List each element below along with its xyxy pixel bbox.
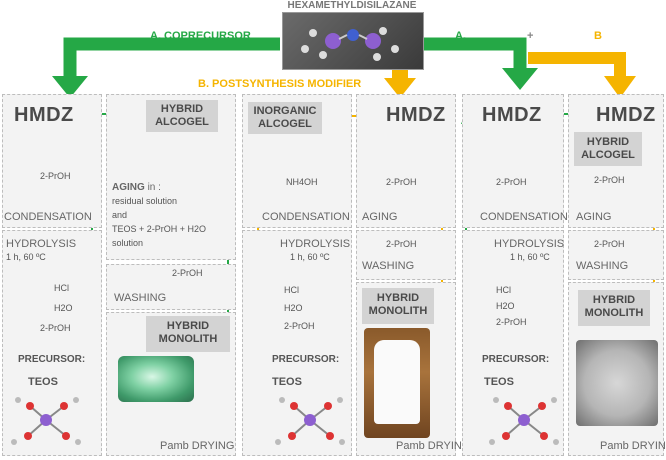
col3-hcl: HCl: [284, 285, 299, 295]
col5-condensation-panel: [462, 94, 564, 228]
col5-hydrolysis-cond: 1 h, 60 ºC: [510, 252, 550, 262]
col1-reagent: 2-PrOH: [40, 171, 71, 181]
col3-h2o: H2O: [284, 303, 303, 313]
molecule-image: [282, 12, 424, 70]
col2-aging-desc4: solution: [112, 238, 144, 248]
col4-washing-panel: [356, 230, 456, 280]
col3-propanol: 2-PrOH: [284, 321, 315, 331]
col6-hybrid-alcogel: HYBRID ALCOGEL: [574, 132, 642, 166]
col6-hmdz: HMDZ: [596, 104, 656, 126]
col1-hcl: HCl: [54, 283, 69, 293]
col2-monolith-photo: [118, 356, 194, 402]
col1-condensation-panel: [2, 94, 102, 228]
route-b-label: B. POSTSYNTHESIS MODIFIER: [198, 78, 362, 90]
col6-monolith-photo: [576, 340, 658, 426]
col4-reagent: 2-PrOH: [386, 177, 417, 187]
col4-washing: WASHING: [362, 260, 415, 272]
combo-a-label: A.: [455, 30, 466, 42]
col3-reagent: NH4OH: [286, 177, 318, 187]
col2-aging-heading: AGING in :: [112, 182, 161, 193]
arrow-route-b-combo: [528, 52, 626, 80]
col1-hydrolysis-panel: [2, 230, 102, 456]
combo-b-label: B: [594, 30, 602, 42]
col1-condensation: CONDENSATION: [4, 211, 92, 223]
col5-teos: TEOS: [484, 376, 514, 388]
col2-hybrid-monolith: HYBRID MONOLITH: [146, 316, 230, 352]
arrow-route-b: [384, 78, 416, 98]
col6-reagent: 2-PrOH: [594, 175, 625, 185]
col6-aging: AGING: [576, 211, 612, 223]
col4-washing-reagent: 2-PrOH: [386, 239, 417, 249]
route-a-label: A. COPRECURSOR: [150, 30, 251, 42]
col1-teos: TEOS: [28, 376, 58, 388]
col6-washing-panel: [568, 230, 664, 280]
col2-washing-reagent: 2-PrOH: [172, 268, 203, 278]
col2-washing-panel: [106, 264, 236, 310]
arrow-route-a-combo: [422, 37, 527, 72]
col4-aging: AGING: [362, 211, 398, 223]
col3-hydrolysis-panel: [242, 230, 352, 456]
col4-hmdz: HMDZ: [386, 104, 446, 126]
col1-h2o: H2O: [54, 303, 73, 313]
col4-monolith-sample: [374, 340, 420, 424]
hmdz-molecule-icon: [301, 27, 399, 61]
col2-aging-desc1: residual solution: [112, 196, 178, 206]
col1-hydrolysis-cond: 1 h, 60 ºC: [6, 252, 46, 262]
col6-washing: WASHING: [576, 260, 629, 272]
col1-hydrolysis: HYDROLYSIS: [6, 238, 77, 250]
col5-teos-molecule-icon: [489, 397, 559, 445]
col6-washing-reagent: 2-PrOH: [594, 239, 625, 249]
col1-teos-molecule-icon: [11, 397, 81, 445]
col2-aging-desc3: TEOS + 2-PrOH + H2O: [112, 224, 207, 234]
col3-hydrolysis: HYDROLYSIS: [280, 238, 351, 250]
combo-plus-label: +: [527, 30, 534, 42]
col5-hydrolysis: HYDROLYSIS: [494, 238, 565, 250]
col4-drying: Pamb DRYING: [396, 440, 471, 452]
col2-drying: Pamb DRYING: [160, 440, 235, 452]
col1-hmdz: HMDZ: [14, 104, 74, 126]
col5-condensation: CONDENSATION: [480, 211, 568, 223]
col3-condensation: CONDENSATION: [262, 211, 350, 223]
col3-teos-molecule-icon: [275, 397, 345, 445]
col4-aging-panel: [356, 94, 456, 228]
col1-precursor: PRECURSOR:: [18, 354, 86, 365]
col3-hydrolysis-cond: 1 h, 60 ºC: [290, 252, 330, 262]
col3-inorganic-alcogel: INORGANIC ALCOGEL: [248, 102, 322, 134]
col2-washing: WASHING: [114, 292, 167, 304]
col3-precursor: PRECURSOR:: [272, 354, 340, 365]
molecule-title: HEXAMETHYLDISILAZANE: [287, 0, 417, 11]
col6-drying: Pamb DRYING: [600, 440, 666, 452]
col5-hmdz: HMDZ: [482, 104, 542, 126]
col3-teos: TEOS: [272, 376, 302, 388]
col2-aging: AGING: [112, 182, 145, 193]
col5-reagent: 2-PrOH: [496, 177, 527, 187]
col5-hydrolysis-panel: [462, 230, 564, 456]
col2-aging-in: in :: [147, 182, 161, 193]
col2-aging-desc2: and: [112, 210, 128, 220]
col5-h2o: H2O: [496, 301, 515, 311]
col4-monolith-photo: [364, 328, 430, 438]
col5-propanol: 2-PrOH: [496, 317, 527, 327]
col5-hcl: HCl: [496, 285, 511, 295]
col1-propanol: 2-PrOH: [40, 323, 71, 333]
col2-hybrid-alcogel: HYBRID ALCOGEL: [146, 100, 218, 132]
col4-hybrid-monolith: HYBRID MONOLITH: [362, 288, 434, 324]
col5-precursor: PRECURSOR:: [482, 354, 550, 365]
col6-hybrid-monolith: HYBRID MONOLITH: [578, 290, 650, 326]
arrow-route-a: [63, 37, 280, 80]
